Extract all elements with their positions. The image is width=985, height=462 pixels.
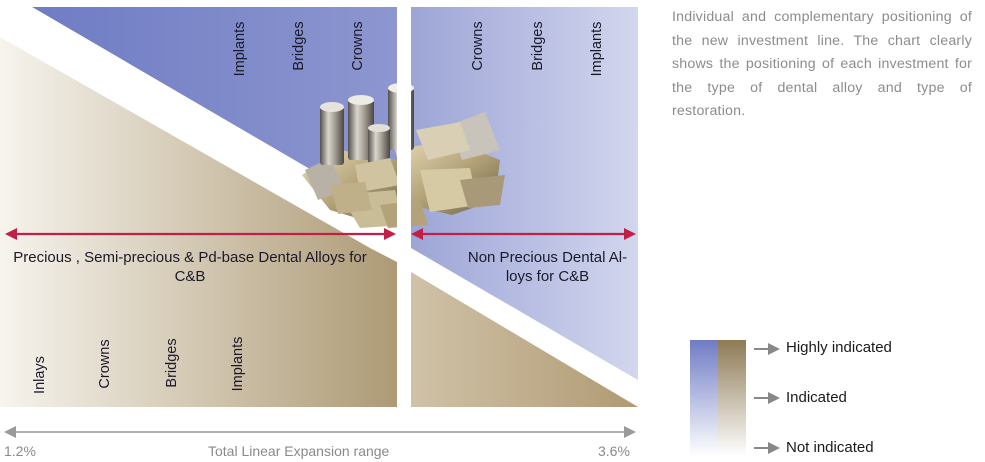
axis-min-label: 1.2% [4, 443, 36, 459]
precious-upper-label-crowns: Crowns [350, 21, 366, 71]
precious-upper-label-bridges: Bridges [291, 21, 307, 71]
legend-blue-swatch [690, 340, 718, 456]
nonprecious-alloys-label: Non Precious Dental Al- loys for C&B [467, 249, 628, 285]
nonprecious-upper-label-implants: Implants [589, 21, 605, 77]
legend-label-indicated: Indicated [786, 389, 847, 406]
legend-arrow-3 [754, 442, 780, 454]
panel-divider [397, 0, 411, 420]
precious-upper-label-implants: Implants [232, 21, 248, 77]
nonprecious-panel [411, 7, 638, 407]
axis-max-label: 3.6% [598, 443, 630, 459]
nonprecious-highly-indicated-region [411, 7, 638, 380]
precious-range-arrow [5, 228, 396, 240]
axis-title: Total Linear Expansion range [208, 443, 390, 459]
precious-panel [0, 7, 397, 407]
nonprecious-range-arrow [411, 228, 636, 240]
precious-lower-label-bridges: Bridges [164, 338, 180, 388]
diagonal-separator-left [0, 7, 397, 262]
precious-lower-label-inlays: Inlays [32, 356, 48, 394]
expansion-range-axis [4, 426, 636, 438]
nonprecious-upper-label-bridges: Bridges [530, 21, 546, 71]
legend-arrow-2 [754, 392, 780, 404]
precious-lower-label-crowns: Crowns [97, 339, 113, 389]
legend-beige-swatch [718, 340, 746, 456]
nonprecious-indicated-region [411, 272, 638, 407]
legend-label-not-indicated: Not indicated [786, 439, 874, 456]
description-text: Individual and complementary positioning… [672, 9, 972, 120]
metal-alloy-ingots-image [302, 83, 505, 228]
precious-alloys-label: Precious , Semi-precious & Pd-base Denta… [13, 249, 367, 285]
precious-lower-label-implants: Implants [230, 336, 246, 392]
legend-label-highly-indicated: Highly indicated [786, 339, 892, 356]
nonprecious-upper-label-crowns: Crowns [470, 21, 486, 71]
legend [690, 340, 780, 456]
legend-arrow-1 [754, 343, 780, 355]
precious-indicated-region [0, 37, 397, 407]
